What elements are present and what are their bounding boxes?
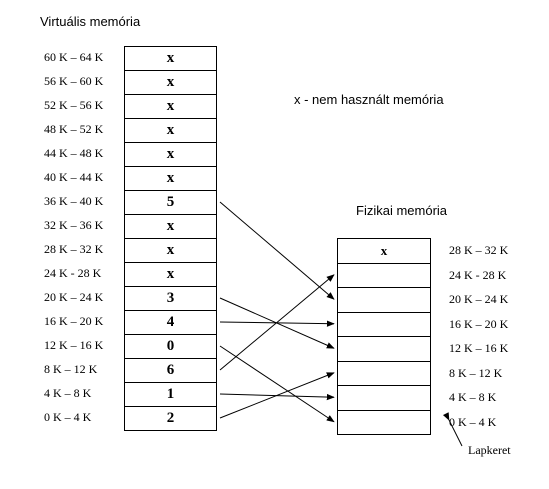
mapping-arrow bbox=[219, 201, 335, 300]
virtual-range-label: 44 K – 48 K bbox=[44, 146, 104, 160]
virtual-range-label: 48 K – 52 K bbox=[44, 122, 104, 136]
virtual-memory-title: Virtuális memória bbox=[40, 14, 141, 29]
virtual-page-cell: x bbox=[124, 94, 217, 119]
physical-range-label: 20 K – 24 K bbox=[449, 292, 509, 306]
physical-range-label: 8 K – 12 K bbox=[449, 365, 503, 380]
virtual-range-label: 24 K - 28 K bbox=[44, 266, 102, 280]
virtual-range-label: 40 K – 44 K bbox=[44, 170, 104, 184]
virtual-page-cell: 0 bbox=[124, 334, 217, 359]
physical-frame-cell: x bbox=[337, 238, 431, 264]
physical-range-label: 0 K – 4 K bbox=[449, 414, 497, 429]
physical-memory-title: Fizikai memória bbox=[356, 203, 448, 218]
legend-text: x - nem használt memória bbox=[294, 92, 444, 107]
virtual-range-label: 32 K – 36 K bbox=[44, 218, 104, 232]
physical-range-label: 28 K – 32 K bbox=[449, 243, 509, 257]
virtual-page-cell: x bbox=[124, 118, 217, 143]
virtual-range-label: 52 K – 56 K bbox=[44, 98, 104, 112]
physical-range-label: 4 K – 8 K bbox=[449, 390, 497, 404]
physical-frame-cell bbox=[337, 409, 431, 435]
mapping-arrow bbox=[219, 345, 335, 423]
page-frame-pointer-arrow bbox=[442, 412, 463, 447]
physical-frame-cell bbox=[337, 336, 431, 362]
virtual-range-label: 20 K – 24 K bbox=[44, 290, 104, 304]
page-frame-label: Lapkeret bbox=[468, 443, 511, 457]
virtual-range-label: 60 K – 64 K bbox=[44, 50, 104, 64]
virtual-page-cell: 5 bbox=[124, 190, 217, 215]
virtual-range-label: 0 K – 4 K bbox=[44, 410, 92, 424]
virtual-range-label: 56 K – 60 K bbox=[44, 74, 104, 88]
virtual-range-label: 8 K – 12 K bbox=[44, 362, 98, 376]
virtual-range-label: 4 K – 8 K bbox=[44, 386, 92, 400]
virtual-range-label: 16 K – 20 K bbox=[44, 314, 104, 328]
physical-range-label: 24 K - 28 K bbox=[449, 267, 507, 282]
virtual-page-cell: 4 bbox=[124, 310, 217, 335]
virtual-range-label: 12 K – 16 K bbox=[44, 338, 104, 352]
virtual-page-cell: 1 bbox=[124, 382, 217, 407]
virtual-range-label: 28 K – 32 K bbox=[44, 242, 104, 256]
physical-range-label: 12 K – 16 K bbox=[449, 341, 509, 355]
virtual-page-cell: 2 bbox=[124, 406, 217, 431]
physical-frame-cell bbox=[337, 287, 431, 313]
physical-range-label: 16 K – 20 K bbox=[449, 316, 509, 331]
virtual-page-cell: x bbox=[124, 70, 217, 95]
virtual-page-cell: x bbox=[124, 142, 217, 167]
mapping-arrow bbox=[219, 372, 335, 419]
mapping-arrow bbox=[219, 274, 335, 371]
virtual-range-label: 36 K – 40 K bbox=[44, 194, 104, 208]
